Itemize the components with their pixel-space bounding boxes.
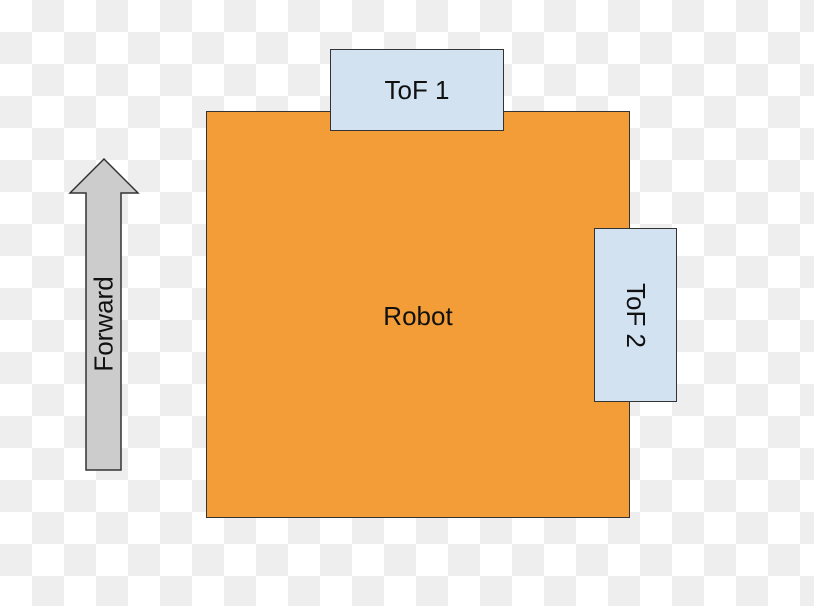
tof-1-sensor: ToF 1 [330,49,504,131]
tof-2-sensor: ToF 2 [594,228,677,402]
tof-1-label: ToF 1 [384,74,450,105]
robot-label: Robot [383,301,453,331]
forward-label: Forward [88,276,119,372]
tof-2-label: ToF 2 [621,282,651,348]
robot-body: Robot [206,111,630,518]
up-arrow-icon [68,158,140,471]
forward-arrow: Forward [68,158,140,472]
